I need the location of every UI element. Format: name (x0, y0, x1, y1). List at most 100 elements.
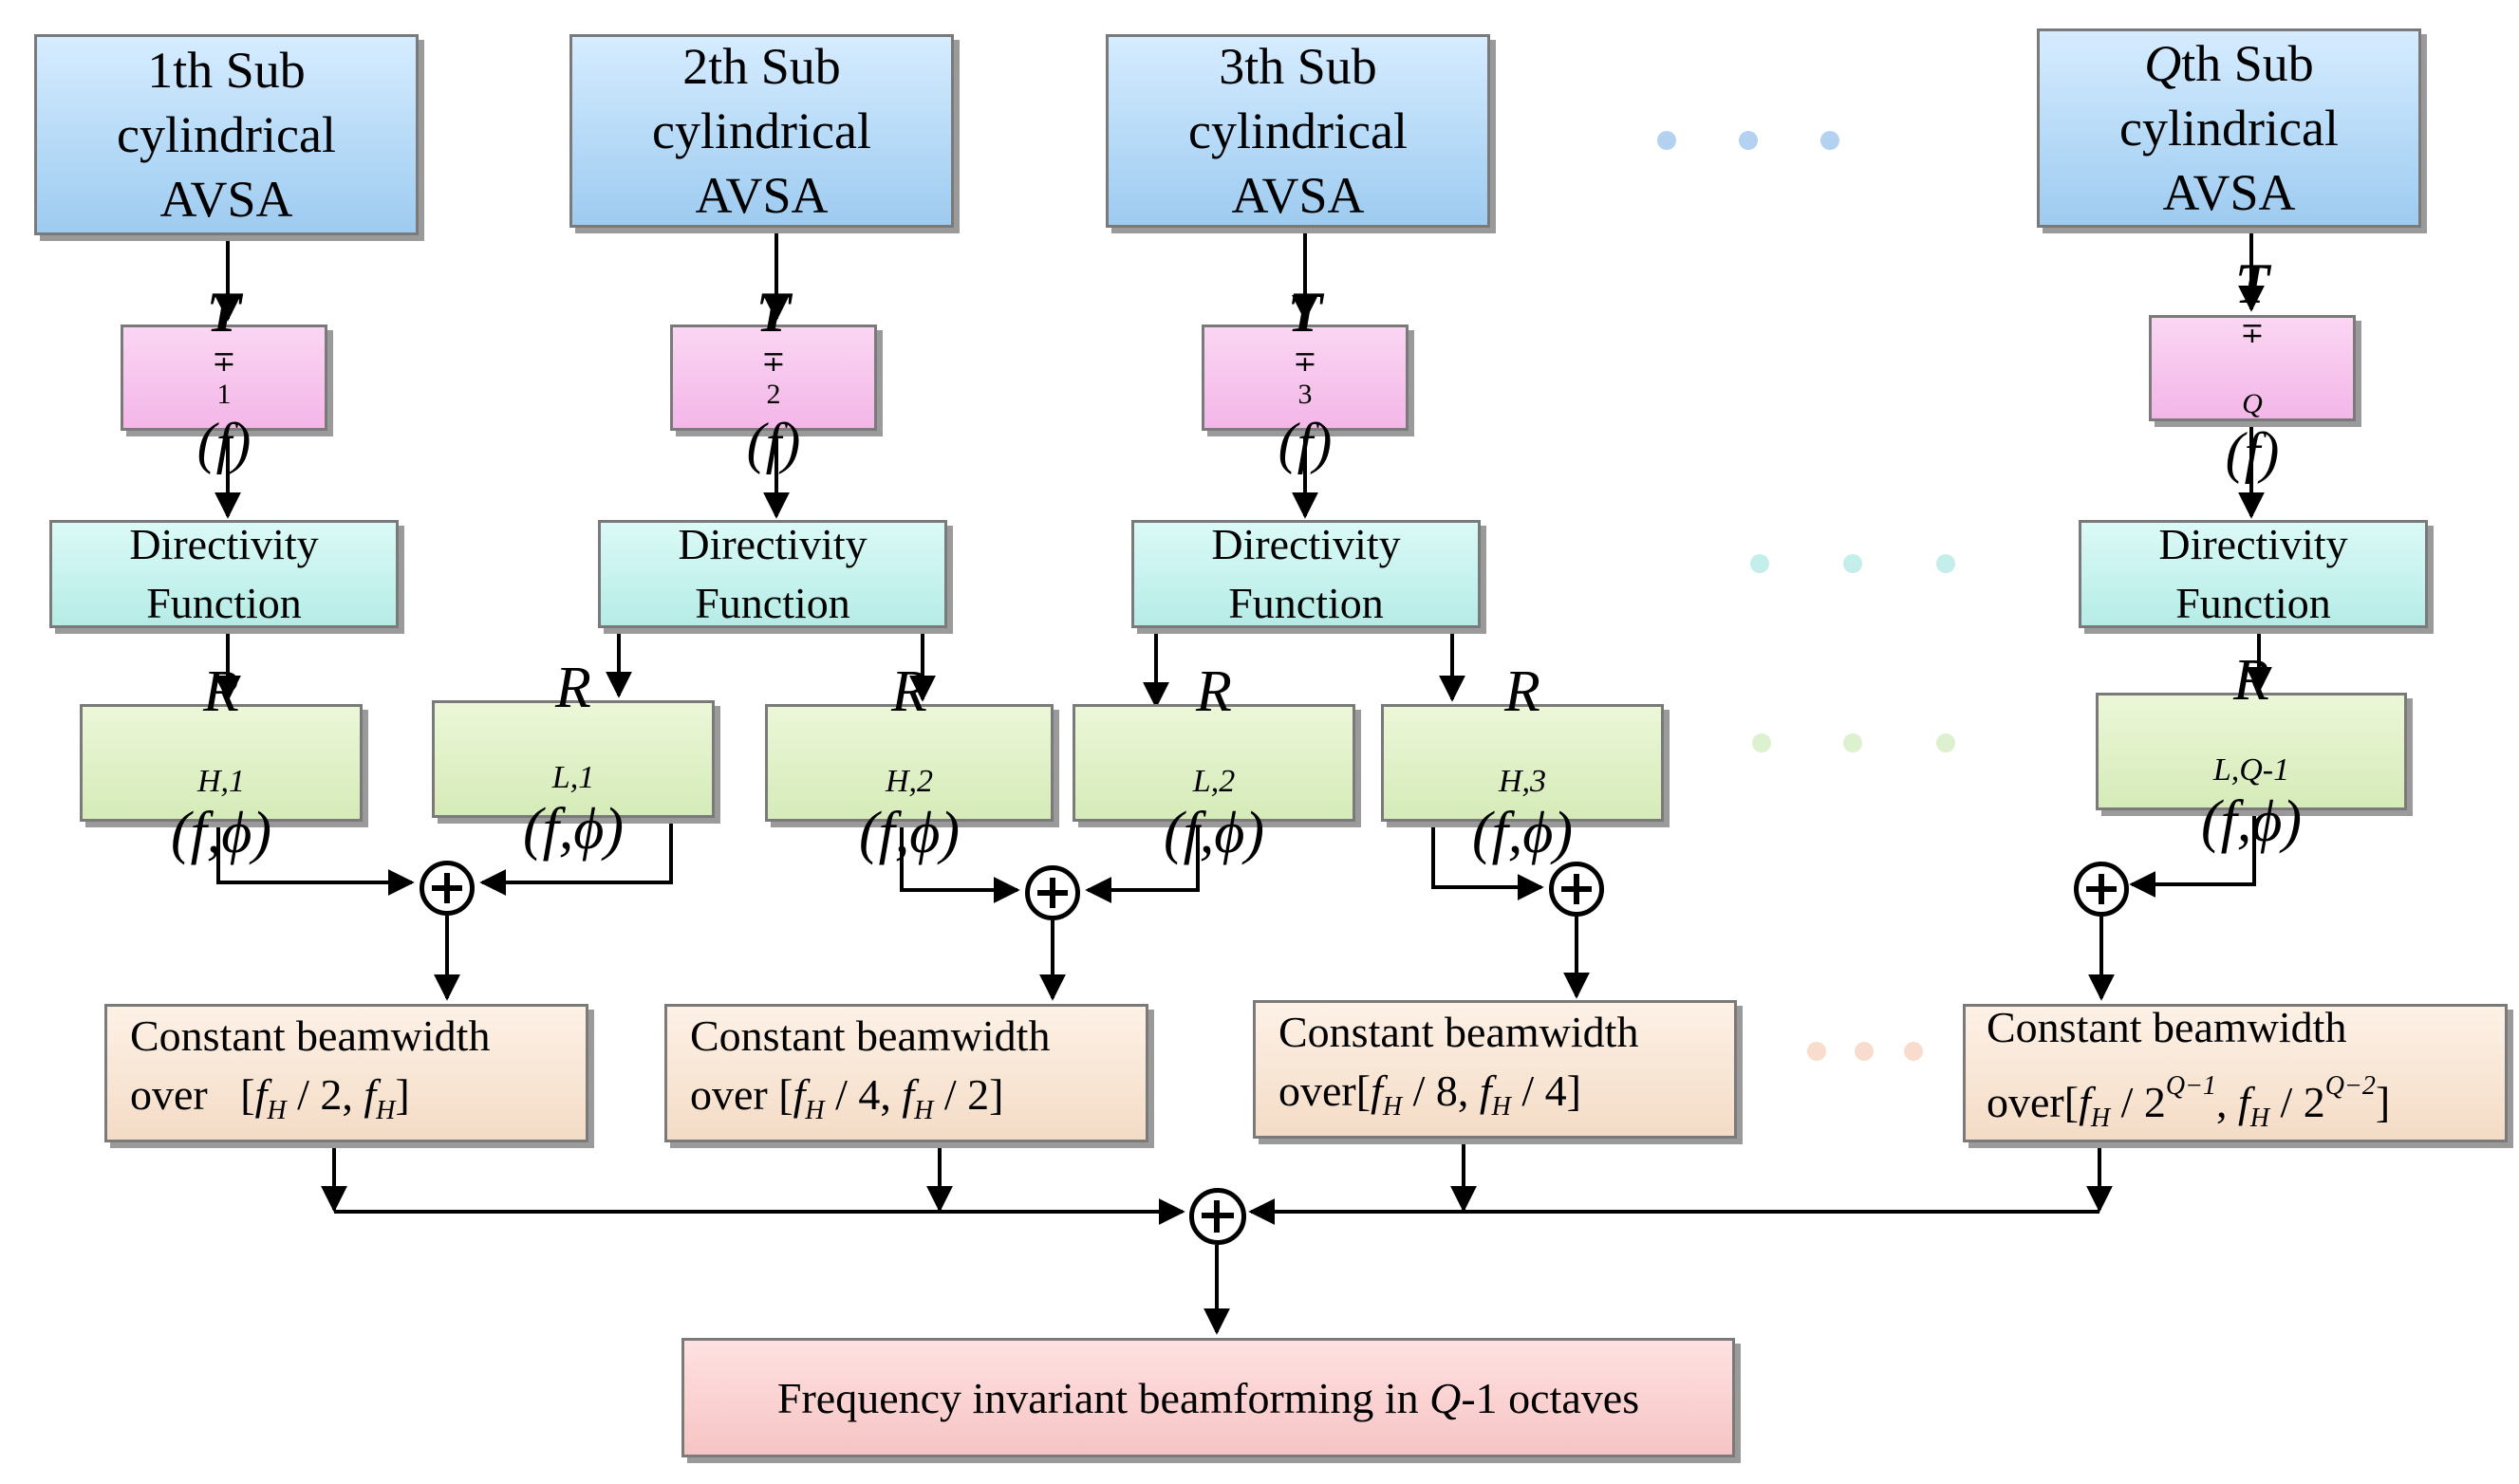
suffix-2: th Sub (708, 38, 841, 95)
beamwidth-over-3: over (1278, 1066, 1356, 1115)
sub-array-line2-2: cylindrical (652, 102, 871, 159)
sub-array-title-3: 3th Sub (1219, 34, 1377, 99)
final-output-box: Frequency invariant beamforming in Q-1 o… (681, 1338, 1735, 1457)
sub-array-line3-q: AVSA (2162, 164, 2296, 221)
directivity-line2-q: Function (2175, 579, 2331, 627)
beamwidth-open-q: [ (2063, 1078, 2080, 1126)
beamwidth-open-1: [ (240, 1069, 255, 1119)
sum-node-final (1189, 1188, 1246, 1245)
final-q: Q (1429, 1373, 1462, 1422)
transform-sign-q: ∓ (2240, 317, 2265, 349)
response-symbol-h1: R (203, 659, 239, 724)
beamwidth-close-1: ] (395, 1069, 410, 1119)
sub-array-box-2: 2th Sub cylindrical AVSA (569, 34, 954, 228)
sub-array-title-q: Qth Sub (2144, 31, 2314, 96)
ellipsis-dot (1936, 733, 1955, 752)
beamwidth-b-exp-q: Q−2 (2324, 1071, 2376, 1101)
ellipsis-dot (1843, 733, 1862, 752)
beamwidth-close-q: ] (2375, 1078, 2391, 1126)
transform-index-1: 1 (216, 378, 232, 410)
beamwidth-over-q: over (1987, 1078, 2064, 1126)
ellipsis-dot (1752, 733, 1771, 752)
response-arg-h1: (f,ϕ) (170, 801, 272, 865)
transform-index-3: 3 (1297, 378, 1313, 410)
arrow-rlq-sumq (2129, 811, 2256, 898)
beamwidth-over-1: over (130, 1069, 208, 1119)
beamwidth-box-q: Constant beamwidth over[fH / 2Q−1, fH / … (1963, 1003, 2508, 1142)
beamwidth-b-den-q: / 2 (2269, 1078, 2325, 1126)
beamwidth-a-den-q: / 2 (2110, 1078, 2166, 1126)
transform-index-q: Q (2242, 387, 2263, 419)
beamwidth-open-3: [ (1355, 1066, 1371, 1115)
sum-node-1 (420, 861, 475, 916)
transform-box-1: T∓1(f) (121, 281, 327, 474)
ordinal-3: 3 (1219, 38, 1245, 95)
sub-array-box-3: 3th Sub cylindrical AVSA (1106, 34, 1490, 228)
ellipsis-dot (1904, 1042, 1923, 1061)
response-box-h1: R H,1(f,ϕ) (80, 659, 363, 865)
sub-array-line3-2: AVSA (695, 167, 829, 224)
sub-array-title-1: 1th Sub (147, 38, 306, 102)
response-symbol-h2: R (891, 659, 927, 724)
beamwidth-open-2: [ (778, 1069, 793, 1119)
final-output-text: Frequency invariant beamforming in Q-1 o… (777, 1373, 1639, 1423)
suffix-1: th Sub (173, 42, 306, 99)
directivity-line1-3: Directivity (1211, 520, 1401, 568)
sub-array-box-1: 1th Sub cylindrical AVSA (34, 34, 419, 235)
beamwidth-b-sub-1: H (376, 1095, 396, 1125)
beamwidth-b-sub-q: H (2249, 1104, 2270, 1133)
response-arg-h2: (f,ϕ) (858, 801, 961, 865)
response-sub-h3: H,3 (1498, 764, 1547, 799)
ellipsis-dot (1750, 554, 1769, 573)
beamwidth-a-den-2: / 4, (824, 1069, 903, 1119)
directivity-line2-1: Function (146, 579, 302, 627)
transform-sign-2: ∓ (761, 345, 786, 378)
beamwidth-b-var-3: f (1479, 1066, 1492, 1115)
beamwidth-a-sub-2: H (805, 1095, 825, 1125)
response-arg-l1: (f,ϕ) (522, 797, 625, 862)
arrow-rh1-sum1 (216, 822, 415, 896)
transform-box-q: T∓Q(f) (2149, 252, 2356, 484)
beamwidth-a-sub-1: H (267, 1095, 287, 1125)
suffix-q: th Sub (2181, 35, 2314, 92)
transform-symbol-3: T (1287, 280, 1323, 343)
beamwidth-b-sub-2: H (914, 1095, 934, 1125)
response-box-h2: R H,2(f,ϕ) (765, 659, 1054, 865)
ellipsis-dot (1855, 1042, 1874, 1061)
beamwidth-range-1: over [fH / 2, fH] (130, 1066, 410, 1141)
beamwidth-a-tail-q: , (2216, 1078, 2238, 1126)
response-arg-lq: (f,ϕ) (2200, 789, 2303, 854)
beamwidth-close-3: ] (1566, 1066, 1581, 1115)
response-arg-l2: (f,ϕ) (1163, 801, 1265, 865)
response-sub-l2: L,2 (1192, 764, 1236, 799)
directivity-line1-1: Directivity (129, 520, 319, 568)
beamwidth-b-sub-3: H (1491, 1091, 1511, 1122)
sub-array-line2-3: cylindrical (1188, 102, 1408, 159)
sum-node-3 (1549, 862, 1604, 917)
beamwidth-title-1: Constant beamwidth (130, 1011, 491, 1060)
suffix-3: th Sub (1244, 38, 1377, 95)
response-sub-h1: H,1 (196, 764, 246, 799)
sub-array-title-2: 2th Sub (682, 34, 841, 99)
response-sub-h2: H,2 (885, 764, 934, 799)
ordinal-q: Q (2144, 35, 2182, 92)
final-prefix: Frequency invariant beamforming in (776, 1373, 1430, 1422)
response-symbol-l1: R (555, 656, 591, 720)
beamwidth-a-sub-3: H (1382, 1091, 1403, 1122)
beamwidth-a-sub-q: H (2090, 1104, 2111, 1133)
transform-arg-q: (f) (2225, 420, 2280, 484)
beamwidth-title-q: Constant beamwidth (1987, 1003, 2347, 1051)
beamwidth-a-exp-q: Q−1 (2165, 1071, 2216, 1101)
beamwidth-a-var-1: f (254, 1069, 268, 1119)
transform-symbol-2: T (756, 280, 792, 343)
beamwidth-b-den-3: / 4 (1510, 1066, 1567, 1115)
transform-box-3: T∓3(f) (1202, 281, 1409, 474)
sub-array-line2-1: cylindrical (117, 106, 336, 163)
ellipsis-dot (1807, 1042, 1826, 1061)
ellipsis-dot (1843, 554, 1862, 573)
directivity-line2-3: Function (1228, 579, 1384, 627)
